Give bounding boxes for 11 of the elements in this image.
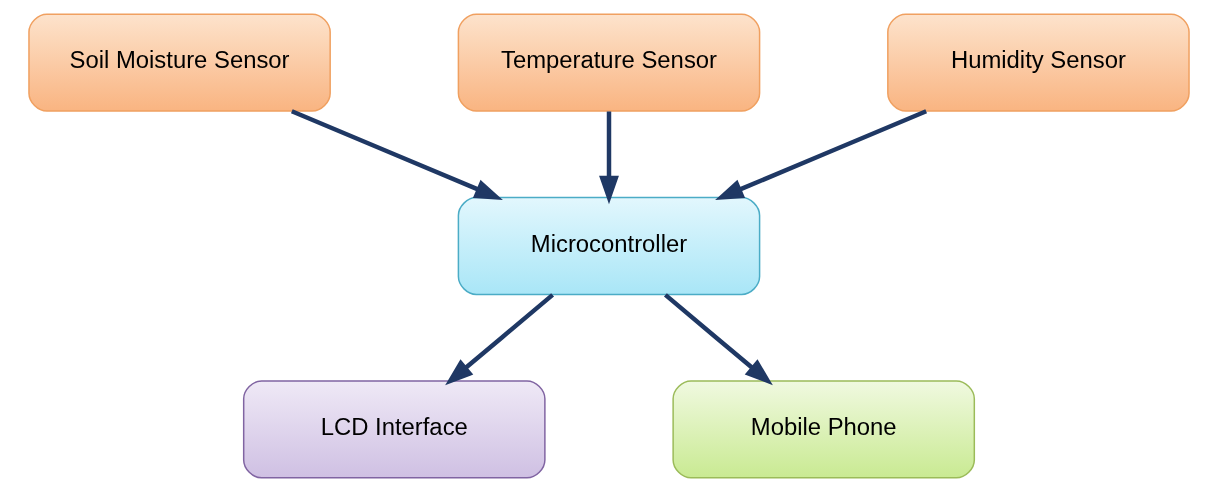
node-box: Microcontroller xyxy=(457,196,760,296)
node-box: Temperature Sensor xyxy=(457,13,760,112)
arrow xyxy=(444,293,554,386)
node-box: LCD Interface xyxy=(242,380,546,479)
arrow xyxy=(663,293,773,386)
node-box: Mobile Phone xyxy=(671,380,975,479)
node-box: Humidity Sensor xyxy=(886,13,1190,112)
arrow xyxy=(290,109,503,200)
arrow xyxy=(714,109,927,200)
arrow xyxy=(598,111,619,205)
node-box: Soil Moisture Sensor xyxy=(27,13,331,112)
